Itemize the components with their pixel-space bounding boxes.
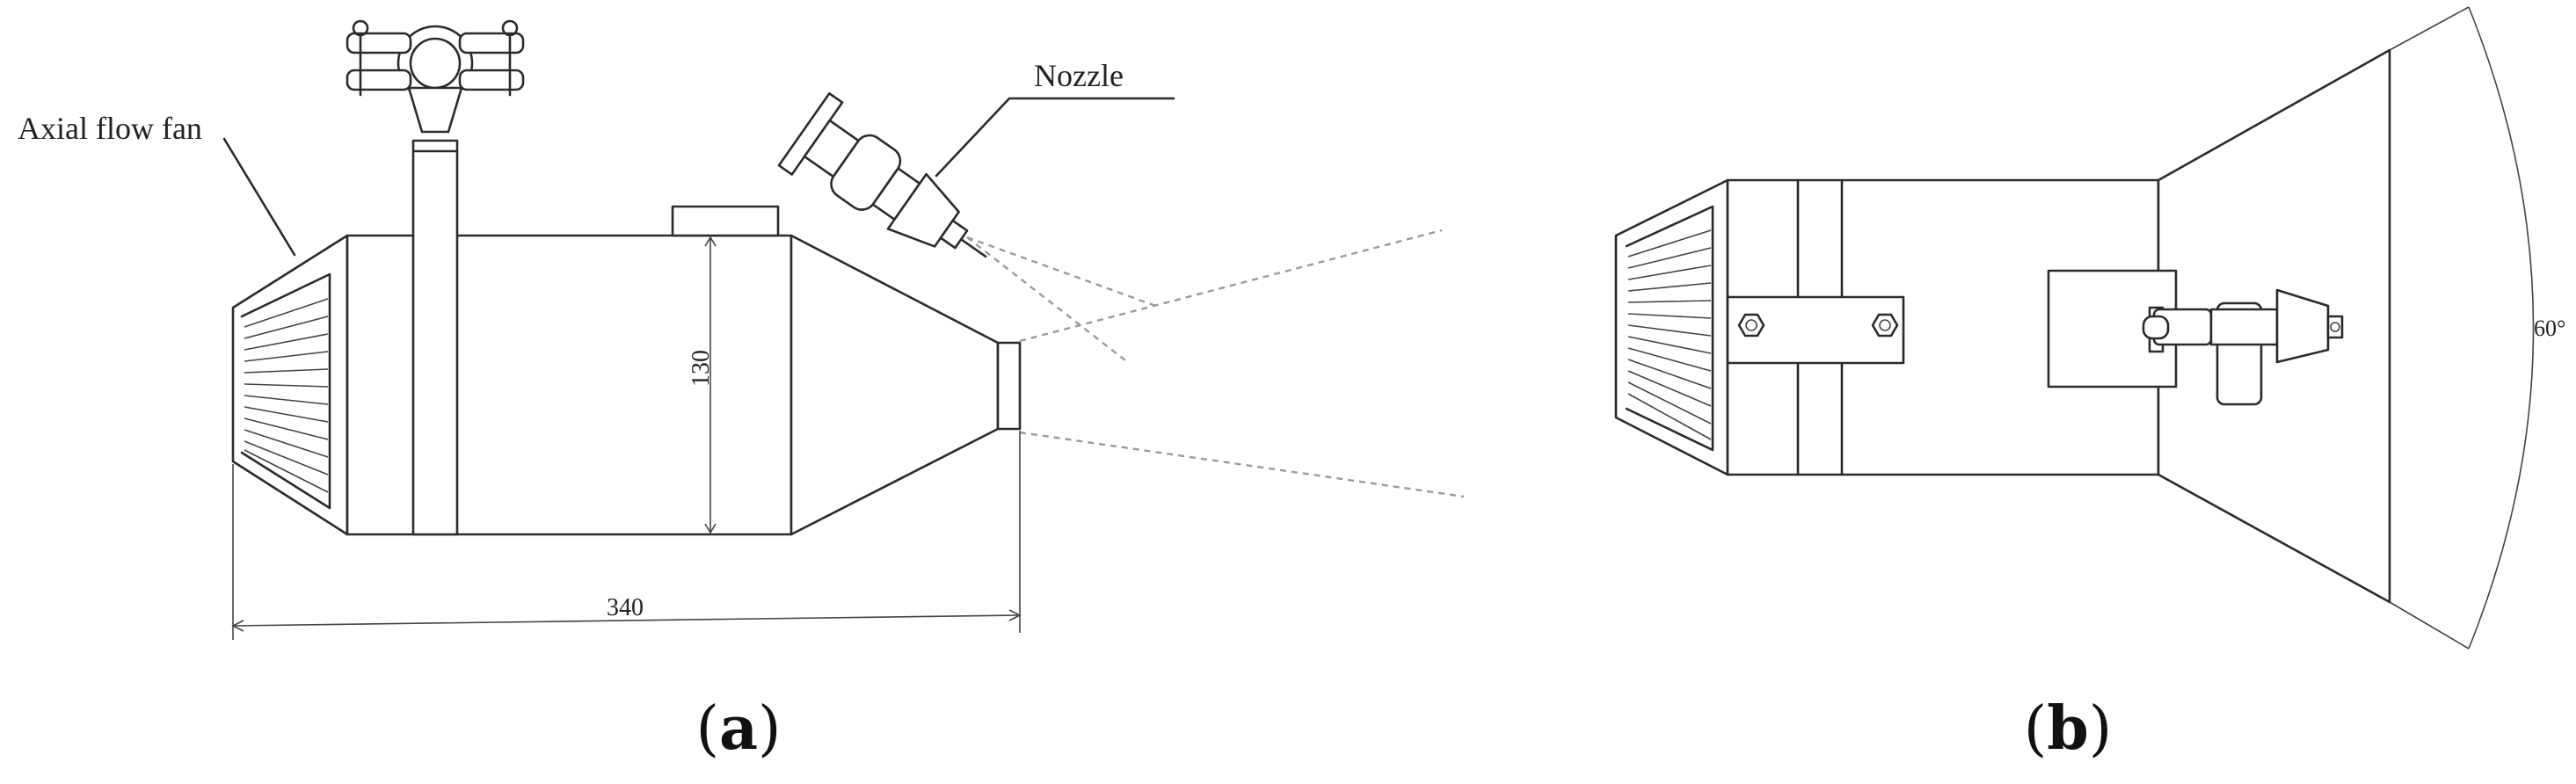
length-dimension [231, 431, 1022, 640]
mounting-post [411, 139, 459, 536]
nozzle-leader-line [935, 97, 1175, 178]
pipe-clamp [346, 19, 525, 134]
nozzle-assembly [777, 91, 987, 258]
spray-pattern-a [966, 229, 1465, 498]
outlet-cone [790, 234, 1000, 536]
panel-a-drawing [222, 19, 1465, 640]
bolt-right-icon [1871, 313, 1899, 338]
axial-flow-fan-label: Axial flow fan [18, 111, 202, 146]
fan-leader-line [222, 137, 296, 257]
fan-grille-lines-b [1625, 205, 1714, 452]
fan-grille-lines [240, 272, 331, 510]
bolt-left-icon [1737, 313, 1765, 338]
mounting-bar-b [1726, 295, 1905, 365]
panel-b-caption: (b) [2024, 693, 2113, 764]
nozzle-assembly-b [2142, 288, 2344, 406]
height-dimension-label: 130 [688, 350, 715, 387]
height-dimension [704, 236, 717, 534]
panel-a-caption: (a) [695, 693, 781, 764]
nozzle-bracket [671, 205, 780, 237]
spray-angle-label: 60° [2534, 316, 2565, 341]
outlet-tip [996, 341, 1022, 431]
spray-angle-indicator [2389, 6, 2535, 650]
length-dimension-label: 340 [607, 594, 644, 621]
panel-b-drawing [1614, 6, 2535, 650]
nozzle-label: Nozzle [1034, 58, 1124, 93]
